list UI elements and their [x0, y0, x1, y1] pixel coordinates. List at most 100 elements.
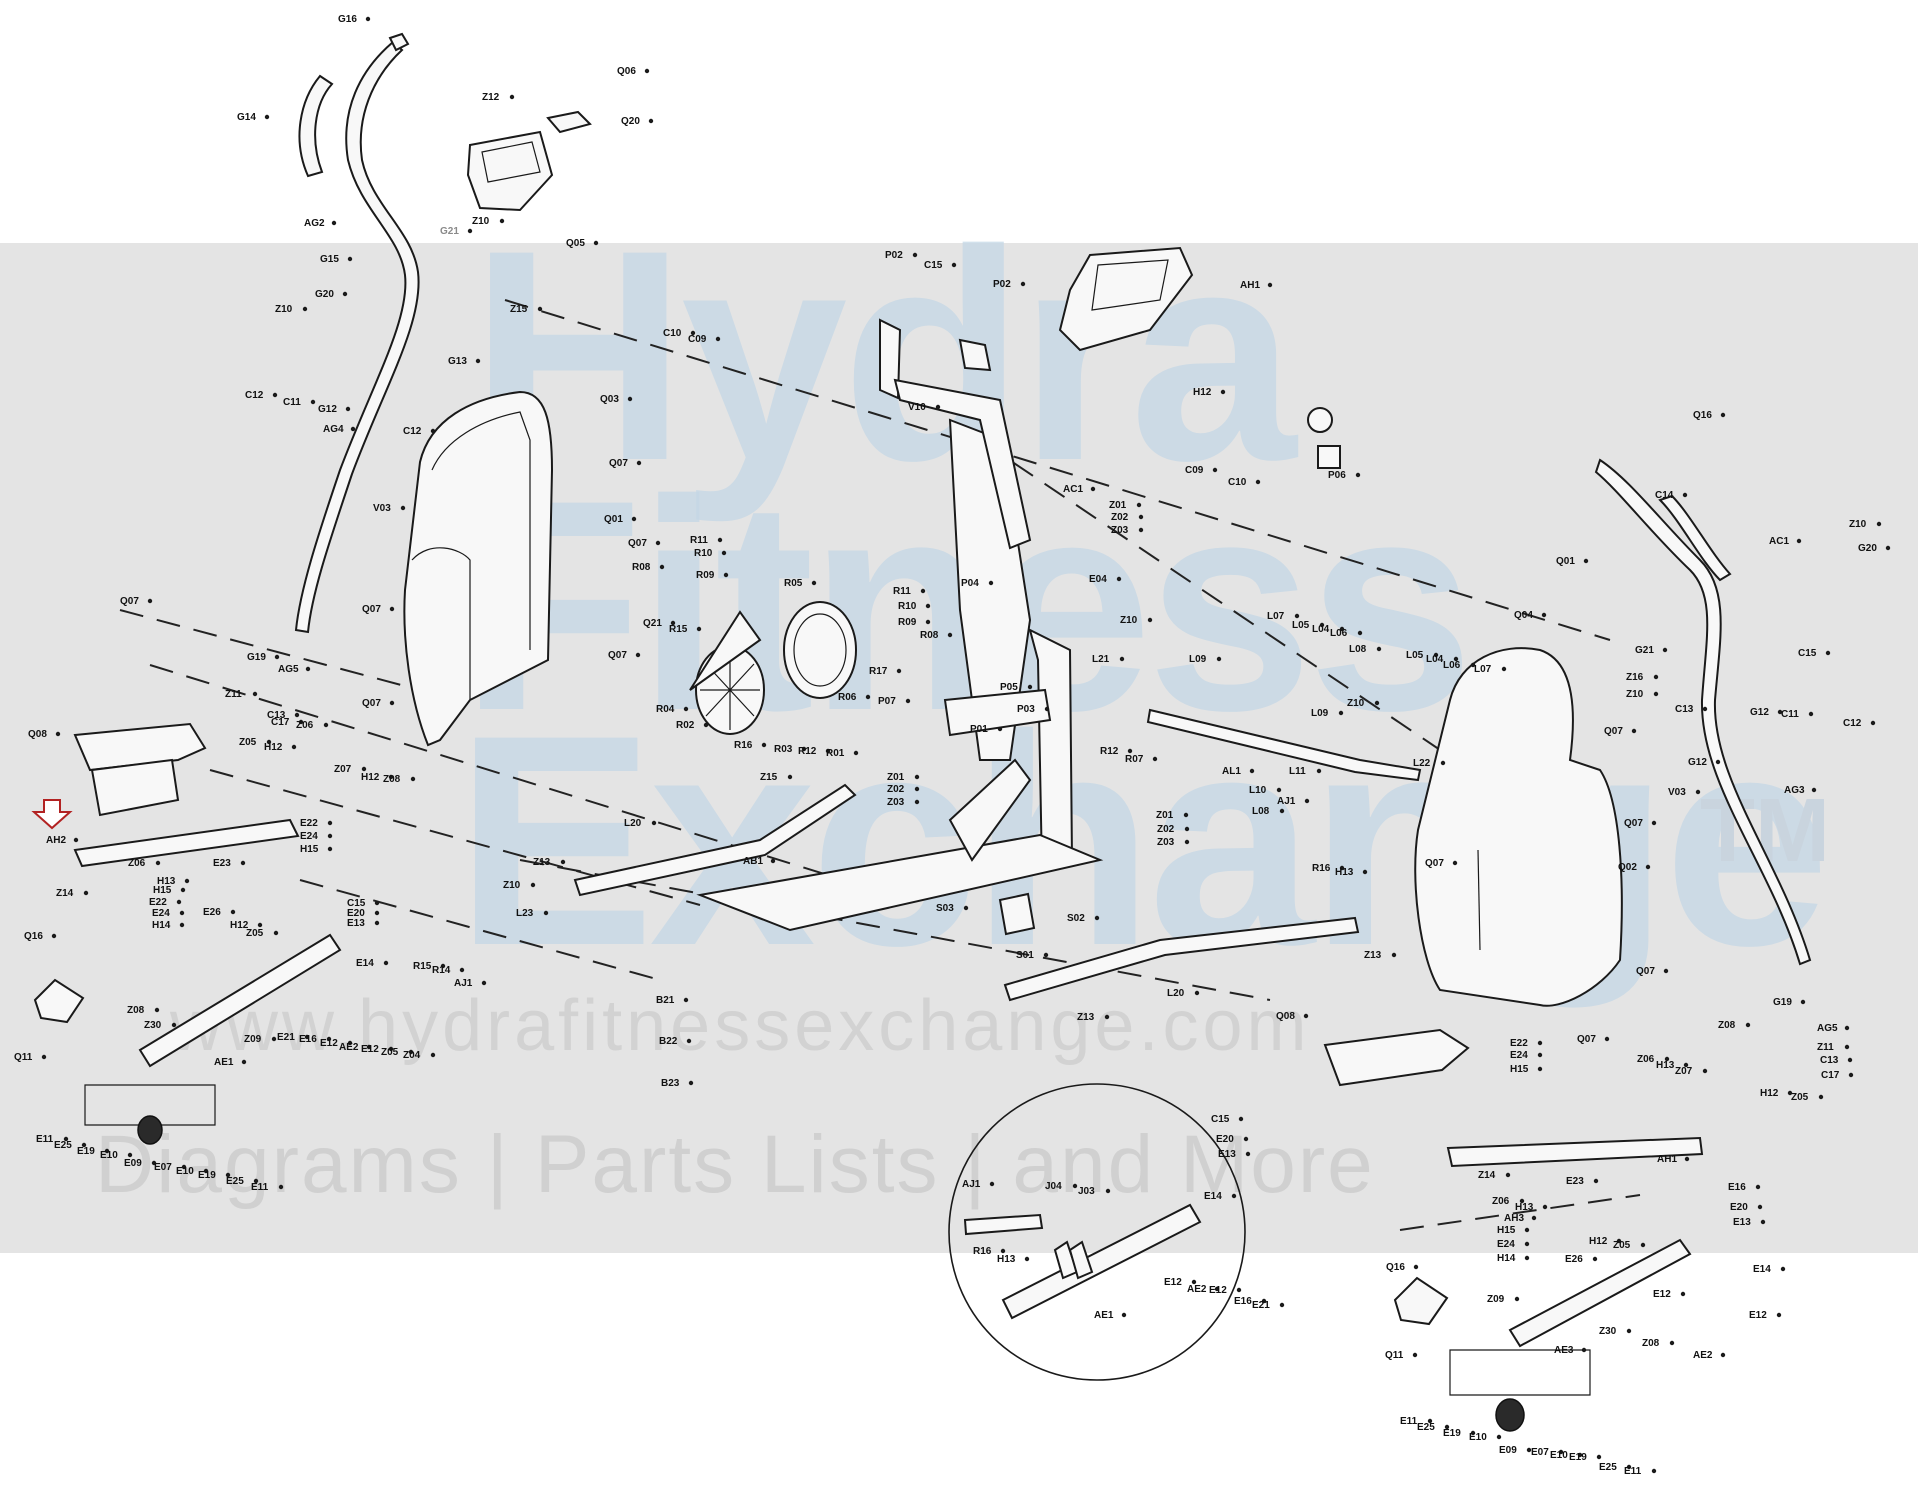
part-label-q07: Q07	[609, 458, 628, 469]
part-marker-z15	[537, 306, 543, 312]
part-marker-e12	[1191, 1279, 1197, 1285]
part-marker-h15	[1524, 1227, 1530, 1233]
part-marker-g15	[347, 256, 353, 262]
part-label-r12: R12	[798, 746, 817, 757]
part-marker-e12	[1236, 1287, 1242, 1293]
part-label-h12: H12	[361, 772, 380, 783]
part-marker-l21	[1119, 656, 1125, 662]
part-marker-g12	[345, 406, 351, 412]
part-label-e19: E19	[198, 1170, 216, 1181]
part-label-e13: E13	[1733, 1217, 1751, 1228]
part-marker-p03	[1044, 706, 1050, 712]
part-label-q07: Q07	[608, 650, 627, 661]
part-marker-q04	[1541, 612, 1547, 618]
part-marker-q07	[655, 540, 661, 546]
part-label-l20: L20	[1167, 988, 1185, 999]
part-marker-e09	[1526, 1447, 1532, 1453]
part-label-r16: R16	[1312, 863, 1331, 874]
part-label-z02: Z02	[887, 784, 905, 795]
part-marker-z09	[271, 1036, 277, 1042]
part-label-ag3: AG3	[1784, 785, 1805, 796]
part-marker-r11	[717, 537, 723, 543]
part-label-j03: J03	[1078, 1186, 1095, 1197]
part-marker-l05	[1319, 622, 1325, 628]
part-label-e20: E20	[347, 908, 365, 919]
part-label-e12: E12	[1749, 1310, 1767, 1321]
part-marker-e12	[347, 1040, 353, 1046]
right-handlebar-arm	[1594, 458, 1812, 966]
part-label-e13: E13	[1218, 1149, 1236, 1160]
part-marker-r08	[659, 564, 665, 570]
part-marker-q11	[41, 1054, 47, 1060]
part-label-q16: Q16	[24, 931, 43, 942]
part-marker-e14	[1780, 1266, 1786, 1272]
part-marker-q16	[51, 933, 57, 939]
part-label-z10: Z10	[1626, 689, 1644, 700]
part-marker-e21	[1279, 1302, 1285, 1308]
part-label-l21: L21	[1092, 654, 1110, 665]
part-label-z05: Z05	[381, 1047, 399, 1058]
part-label-r11: R11	[690, 535, 708, 546]
part-label-z12: Z12	[482, 92, 500, 103]
part-marker-l04	[1339, 626, 1345, 632]
part-marker-z10	[302, 306, 308, 312]
part-marker-q07	[636, 460, 642, 466]
watermark-tagline: Diagrams | Parts Lists | and More	[95, 1119, 1375, 1210]
part-label-e16: E16	[299, 1034, 317, 1045]
part-label-c09: C09	[1185, 465, 1204, 476]
part-marker-e24	[1524, 1241, 1530, 1247]
part-marker-q07	[1651, 820, 1657, 826]
part-marker-h12	[1220, 389, 1226, 395]
part-label-h13: H13	[157, 876, 176, 887]
part-marker-z13	[1104, 1014, 1110, 1020]
part-marker-r01	[853, 750, 859, 756]
part-marker-q07	[1452, 860, 1458, 866]
part-label-e20: E20	[1730, 1202, 1748, 1213]
part-marker-ae2	[1214, 1286, 1220, 1292]
part-marker-c09	[1212, 467, 1218, 473]
part-marker-z01	[1183, 812, 1189, 818]
part-label-c14: C14	[1655, 490, 1674, 501]
part-label-z10: Z10	[1347, 698, 1365, 709]
part-marker-q01	[631, 516, 637, 522]
part-label-r16: R16	[734, 740, 753, 751]
part-label-e12: E12	[361, 1044, 379, 1055]
part-label-z06: Z06	[1637, 1054, 1655, 1065]
part-label-c10: C10	[663, 328, 682, 339]
part-marker-ah3	[1531, 1215, 1537, 1221]
part-label-e14: E14	[356, 958, 374, 969]
part-marker-e24	[1537, 1052, 1543, 1058]
part-label-e07: E07	[154, 1162, 172, 1173]
part-label-q07: Q07	[1577, 1034, 1596, 1045]
part-label-e25: E25	[1417, 1422, 1435, 1433]
part-marker-e20	[1243, 1136, 1249, 1142]
part-label-z13: Z13	[1077, 1012, 1095, 1023]
part-marker-z10	[1147, 617, 1153, 623]
part-marker-c13	[1847, 1057, 1853, 1063]
part-marker-h15	[327, 846, 333, 852]
part-label-e11: E11	[1624, 1466, 1642, 1477]
part-marker-l07	[1294, 613, 1300, 619]
part-marker-r06	[865, 694, 871, 700]
part-marker-g13	[475, 358, 481, 364]
left-shroud	[403, 390, 554, 747]
part-marker-z05	[1640, 1242, 1646, 1248]
part-label-q01: Q01	[1556, 556, 1575, 567]
part-marker-l11	[1316, 768, 1322, 774]
part-marker-c12	[430, 428, 436, 434]
part-marker-g21	[467, 228, 473, 234]
rails	[573, 708, 1422, 1002]
part-marker-c11	[310, 399, 316, 405]
part-marker-e25	[81, 1142, 87, 1148]
part-label-z30: Z30	[1599, 1326, 1617, 1337]
part-label-e11: E11	[36, 1134, 54, 1145]
pedal-arms	[73, 818, 1704, 1348]
part-marker-l20	[1194, 990, 1200, 996]
part-marker-l10	[1276, 787, 1282, 793]
part-label-h12: H12	[1760, 1088, 1779, 1099]
part-marker-l22	[1440, 760, 1446, 766]
part-label-e14: E14	[1753, 1264, 1771, 1275]
part-marker-z10	[1374, 700, 1380, 706]
part-marker-h15	[180, 887, 186, 893]
